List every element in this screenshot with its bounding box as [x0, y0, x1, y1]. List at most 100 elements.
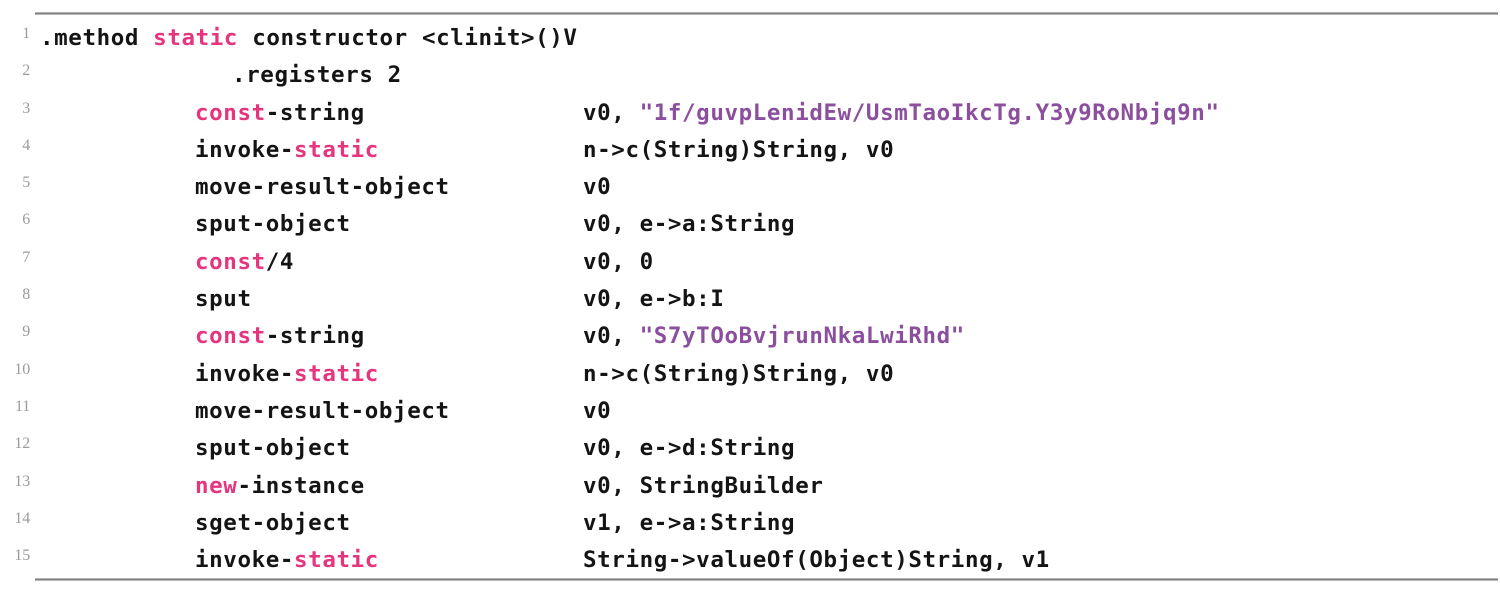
code-text: v0,	[583, 99, 640, 126]
code-keyword: const	[195, 99, 266, 126]
code-text: v0,	[583, 323, 640, 350]
line-number: 2	[22, 62, 30, 80]
code-text: .method	[40, 25, 154, 51]
code-operand: v0, e->d:String	[583, 430, 795, 467]
code-text: .registers 2	[232, 62, 402, 89]
code-mnemonic: new-instance	[195, 468, 365, 505]
code-text: -instance	[237, 472, 365, 499]
code-text: v0	[583, 397, 612, 424]
code-mnemonic: move-result-object	[195, 169, 450, 206]
line-number: 3	[22, 99, 30, 117]
code-text: /4	[265, 248, 295, 275]
line-number: 4	[22, 136, 30, 154]
code-text: v0, StringBuilder	[583, 472, 824, 499]
code-operand: v0	[583, 393, 611, 430]
code-text: invoke-	[195, 136, 295, 163]
code-text: v0	[583, 174, 612, 201]
code-mnemonic: const-string	[195, 95, 365, 132]
line-number: 14	[14, 509, 30, 527]
code-line: 15 invoke-static String->valueOf(Object)St…	[0, 542, 1500, 579]
line-number: 10	[14, 360, 30, 378]
code-keyword: static	[294, 547, 379, 574]
code-operand: v0	[583, 169, 611, 206]
code-operand: n->c(String)String, v0	[583, 132, 894, 169]
code-mnemonic: sput	[195, 281, 252, 318]
code-keyword: const	[195, 323, 266, 350]
code-mnemonic: move-result-object	[195, 393, 450, 430]
code-mnemonic: .method static constructor <clinit>()V	[40, 20, 578, 57]
line-number: 7	[22, 248, 30, 266]
code-line: 2 .registers 2	[0, 57, 1500, 94]
code-text: move-result-object	[195, 174, 450, 201]
code-mnemonic: invoke-static	[195, 132, 379, 169]
code-text: -string	[265, 99, 365, 126]
code-string: "S7yTOoBvjrunNkaLwiRhd"	[639, 323, 965, 350]
code-text: -string	[265, 323, 365, 350]
code-line: 6 sput-object v0, e->a:String	[0, 206, 1500, 243]
code-line: 14 sget-object v1, e->a:String	[0, 505, 1500, 542]
code-keyword: const	[195, 248, 266, 275]
code-line: 4 invoke-static n->c(String)String, v0	[0, 132, 1500, 169]
code-operand: v0, e->b:I	[583, 281, 724, 318]
code-mnemonic: invoke-static	[195, 542, 379, 579]
code-text: sput-object	[195, 211, 351, 238]
code-line: 1 .method static constructor <clinit>()V	[0, 20, 1500, 57]
code-mnemonic: sput-object	[195, 206, 351, 243]
code-line: 3 const-string v0, "1f/guvpLenidEw/UsmTaoI…	[0, 95, 1500, 132]
line-number: 6	[22, 211, 30, 229]
code-text: v0, e->b:I	[583, 286, 725, 313]
code-operand: String->valueOf(Object)String, v1	[583, 542, 1050, 579]
code-line: 11 move-result-object v0	[0, 393, 1500, 430]
line-number: 5	[22, 174, 30, 192]
code-text: move-result-object	[195, 397, 450, 424]
code-line: 5 move-result-object v0	[0, 169, 1500, 206]
code-operand: v0, "S7yTOoBvjrunNkaLwiRhd"	[583, 318, 965, 355]
code-line: 8 sput v0, e->b:I	[0, 281, 1500, 318]
code-mnemonic: const-string	[195, 318, 365, 355]
code-text: constructor <clinit>()V	[238, 25, 578, 51]
code-text: n->c(String)String, v0	[583, 360, 895, 387]
code-text: v0, e->d:String	[583, 435, 796, 462]
code-operand: n->c(String)String, v0	[583, 356, 894, 393]
code-line: 13 new-instance v0, StringBuilder	[0, 468, 1500, 505]
code-text: n->c(String)String, v0	[583, 136, 895, 163]
code-mnemonic: sput-object	[195, 430, 351, 467]
code-operand: v0, 0	[583, 244, 654, 281]
code-mnemonic: const/4	[195, 244, 294, 281]
code-keyword: static	[153, 25, 239, 51]
code-mnemonic: invoke-static	[195, 356, 379, 393]
code-text: String->valueOf(Object)String, v1	[583, 547, 1050, 574]
line-number: 8	[22, 286, 30, 304]
line-number: 9	[22, 323, 30, 341]
code-text: sput-object	[195, 435, 351, 462]
code-keyword: static	[294, 136, 379, 163]
code-operand: v0, StringBuilder	[583, 468, 823, 505]
code-text: sget-object	[195, 509, 351, 536]
code-mnemonic: .registers 2	[232, 57, 402, 94]
code-mnemonic: sget-object	[195, 505, 351, 542]
bottom-rule	[35, 578, 1498, 581]
line-number: 11	[14, 397, 30, 415]
code-keyword: static	[294, 360, 379, 387]
line-number: 1	[22, 25, 30, 42]
code-operand: v0, "1f/guvpLenidEw/UsmTaoIkcTg.Y3y9RoNb…	[583, 95, 1220, 132]
code-keyword: new	[195, 472, 238, 499]
code-line: 10 invoke-static n->c(String)String, v0	[0, 356, 1500, 393]
code-operand: v1, e->a:String	[583, 505, 795, 542]
code-line: 12 sput-object v0, e->d:String	[0, 430, 1500, 467]
code-text: invoke-	[195, 547, 295, 574]
code-line: 7 const/4 v0, 0	[0, 244, 1500, 281]
code-line: 9 const-string v0, "S7yTOoBvjrunNkaLwiRhd"	[0, 318, 1500, 355]
code-text: v0, e->a:String	[583, 211, 796, 238]
code-string: "1f/guvpLenidEw/UsmTaoIkcTg.Y3y9RoNbjq9n…	[639, 99, 1220, 126]
code-text: v1, e->a:String	[583, 509, 796, 536]
top-rule	[35, 12, 1498, 15]
code-text: sput	[195, 286, 252, 313]
line-number: 13	[14, 472, 30, 490]
code-operand: v0, e->a:String	[583, 206, 795, 243]
line-number: 12	[14, 435, 30, 453]
code-text: v0, 0	[583, 248, 654, 275]
line-number: 15	[14, 547, 30, 565]
